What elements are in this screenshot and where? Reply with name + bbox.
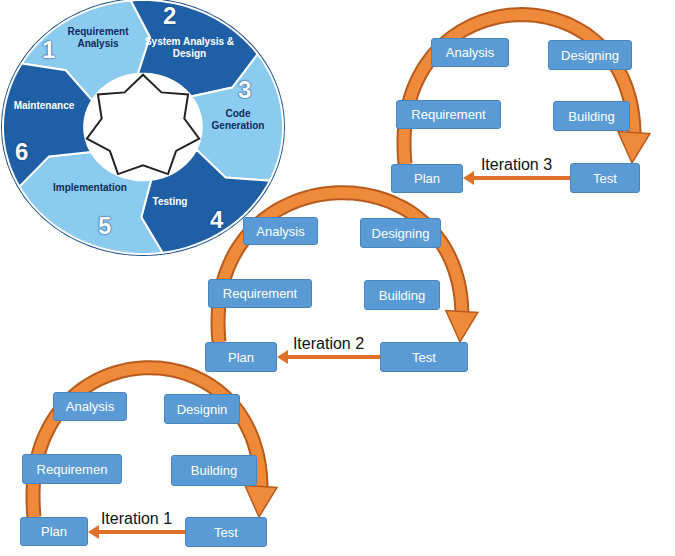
process-box: Building [171,455,257,486]
wheel-segment: 6 Maintenance [10,100,78,164]
wheel-segment: 4 Testing [144,196,224,232]
box-label: Test [214,525,238,540]
iteration-arrow [218,193,478,342]
box-label: Analysis [66,399,114,414]
process-box: Designing [360,218,441,248]
step-label: Code Generation [204,108,272,132]
step-number: 4 [210,208,223,232]
process-box: Designin [164,394,240,424]
box-label: Designing [561,48,619,63]
step-number: 6 [15,140,28,164]
step-number: 3 [238,78,251,102]
step-label: Requirement Analysis [58,26,138,50]
process-box: Requiremen [22,454,122,484]
iteration-label: Iteration 2 [291,335,366,353]
arrow-shaft [98,530,185,534]
wheel-arrow-segment [3,64,92,187]
arrow-head [88,525,99,539]
box-label: Analysis [256,224,304,239]
process-box: Analysis [243,217,318,245]
iteration-arrow [33,368,277,517]
wheel-segment: 5 Implementation [46,182,134,238]
arrow-shaft [473,176,570,180]
box-label: Test [593,171,617,186]
process-box: Analysis [431,38,509,67]
step-number: 5 [98,214,111,238]
step-number: 2 [163,4,176,28]
box-label: Plan [41,524,67,539]
arrow-head [245,486,277,518]
box-label: Plan [414,171,440,186]
iteration-label: Iteration 1 [99,510,174,528]
box-label: Analysis [446,45,494,60]
process-box: Test [185,517,267,547]
box-label: Plan [228,350,254,365]
box-label: Designin [177,402,228,417]
step-label: Maintenance [10,100,78,112]
arrow-head [463,171,474,185]
box-label: Building [568,109,614,124]
box-label: Requirement [223,286,297,301]
step-label: Testing [144,196,196,208]
process-box: Plan [20,517,88,546]
step-label: System Analysis & Design [142,36,237,60]
step-number: 1 [42,38,55,62]
arc-outline [404,15,634,164]
arc-band [404,15,634,164]
wheel-segment: 3Code Generation [204,78,272,132]
wheel-rim [2,0,284,255]
wheel-segment: 1Requirement Analysis [42,26,138,62]
process-box: Test [570,163,640,193]
box-label: Requirement [411,107,485,122]
process-box: Test [380,342,468,372]
box-label: Building [191,463,237,478]
wheel-arrow-segment [19,152,162,254]
wheel-hub [87,75,199,174]
arc-band [33,368,261,517]
process-box: Building [553,101,630,131]
arrow-head [618,132,650,163]
process-box: Requirement [208,279,312,308]
process-box: Designing [548,40,632,70]
iteration-label: Iteration 3 [479,156,554,174]
process-box: Requirement [396,100,501,129]
iteration-arrow [404,15,650,164]
arc-outline [218,193,462,342]
box-label: Designing [372,226,430,241]
process-box: Building [364,280,440,310]
arc-outline [33,368,261,517]
box-label: Requiremen [37,462,108,477]
arrow-head [277,350,288,364]
arc-band [218,193,462,342]
process-box: Plan [391,164,463,193]
arrow-shaft [287,355,380,359]
arrow-head [446,311,478,343]
process-box: Plan [205,342,277,372]
wheel-segment: 2System Analysis & Design [142,4,237,60]
box-label: Building [379,288,425,303]
box-label: Test [412,350,436,365]
step-label: Implementation [46,182,134,194]
process-box: Analysis [53,392,127,421]
